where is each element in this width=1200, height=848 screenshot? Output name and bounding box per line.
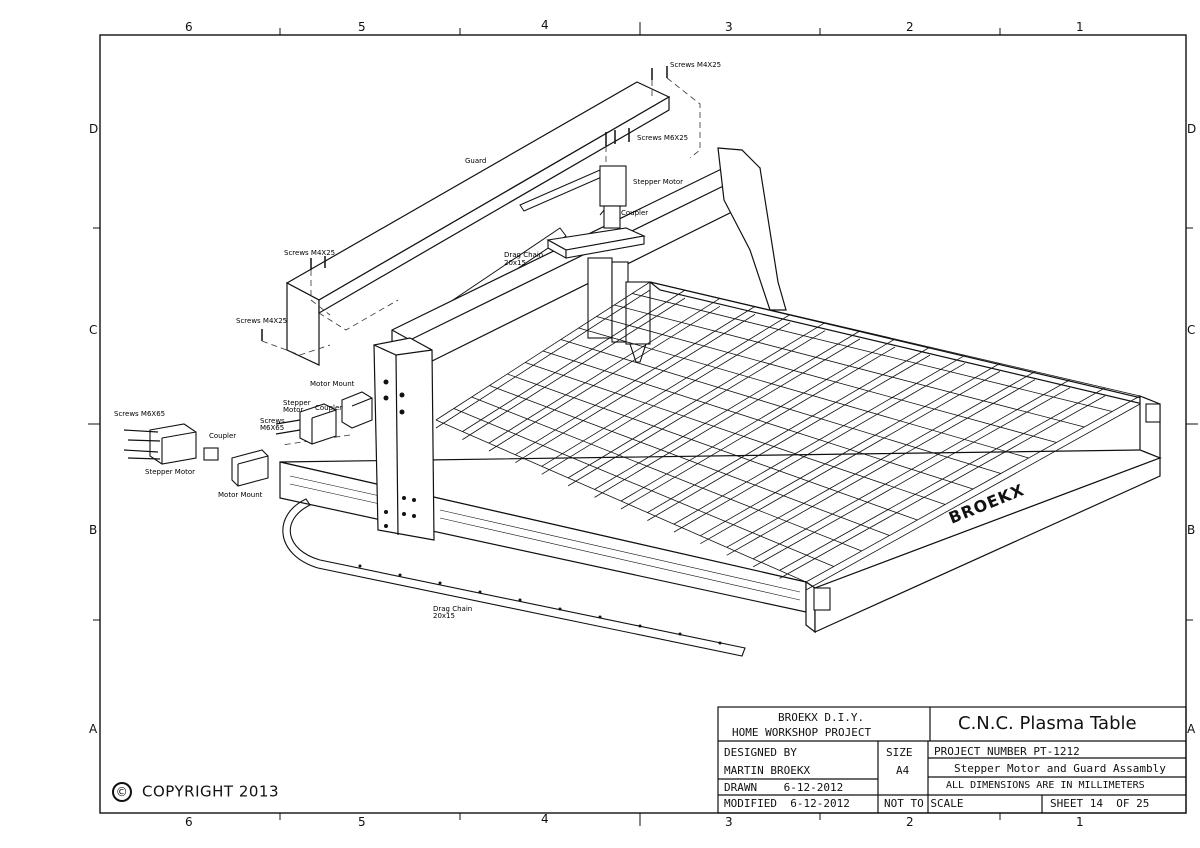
tb-size-value: A4 — [896, 764, 910, 777]
gantry-left-plate — [373, 337, 435, 541]
zone-col-3-bottom: 3 — [725, 815, 733, 829]
coupler-left-part — [203, 447, 219, 461]
callout-coupler-left: Coupler — [209, 432, 237, 440]
rack-detail — [289, 475, 801, 601]
copyright-notice: © COPYRIGHT 2013 — [112, 782, 279, 802]
callout-stepper-motor-left: Stepper Motor — [145, 468, 196, 476]
zone-row-c-right: C — [1187, 323, 1196, 337]
callout-stepper-motor-top: Stepper Motor — [633, 178, 684, 186]
zone-row-d-left: D — [89, 122, 99, 136]
callout-stepper-mid-2: Motor — [283, 406, 304, 414]
zone-row-b-left: B — [89, 523, 98, 537]
screws-m6x65-left-part — [123, 429, 161, 460]
callout-motor-mount-upper: Motor Mount — [310, 380, 355, 388]
callout-drag-chain-lower: Drag Chain — [433, 605, 473, 613]
gantry-left-holes — [383, 379, 416, 528]
callout-screws-m6x65-mid: Screws — [260, 417, 285, 425]
tb-project-number: PROJECT NUMBER PT-1212 — [934, 745, 1080, 758]
zone-row-a-right: A — [1187, 722, 1196, 736]
callout-screws-m4x25-top: Screws M4X25 — [670, 61, 722, 69]
callout-guard: Guard — [465, 157, 487, 165]
stepper-motor-mid-part — [299, 403, 337, 445]
tb-size-label: SIZE — [886, 746, 913, 759]
callout-drag-chain-lower-size: 20x15 — [433, 612, 455, 620]
tb-sheet: SHEET 14 OF 25 — [1050, 797, 1150, 810]
screws-m6x65-mid-part — [275, 419, 301, 435]
tb-modified: MODIFIED 6-12-2012 — [724, 797, 850, 810]
callout-screws-m6x65-mid-2: M6X65 — [260, 424, 285, 432]
tb-scale: NOT TO SCALE — [884, 797, 964, 810]
zone-col-1-bottom: 1 — [1076, 815, 1084, 829]
callout-screws-m6x65-left: Screws M6X65 — [114, 410, 166, 418]
motor-mount-upper-part — [341, 391, 373, 429]
stepper-motor-left-part — [149, 423, 197, 465]
zone-ticks — [88, 22, 1198, 826]
drag-chain-lower-part — [282, 498, 746, 657]
callout-coupler-mid: Coupler — [315, 404, 343, 412]
callout-screws-m4x25-mid: Screws M4X25 — [236, 317, 288, 325]
tb-company-line2: HOME WORKSHOP PROJECT — [732, 726, 872, 739]
tb-drawn: DRAWN 6-12-2012 — [724, 781, 844, 794]
copyright-text: COPYRIGHT 2013 — [142, 782, 280, 801]
tb-company-line1: BROEKX D.I.Y. — [778, 711, 865, 724]
zone-row-a-left: A — [89, 722, 98, 736]
guard-part — [285, 81, 671, 366]
callout-drag-chain-upper: Drag Chain — [504, 251, 544, 259]
tb-designed-by-label: DESIGNED BY — [724, 746, 797, 759]
gantry-beam — [391, 157, 761, 373]
zone-col-6-bottom: 6 — [185, 815, 193, 829]
gantry-right-plate — [717, 147, 787, 311]
tb-dimensions-note: ALL DIMENSIONS ARE IN MILLIMETERS — [946, 780, 1145, 791]
callout-drag-chain-upper-size: 20x15 — [504, 259, 526, 267]
drag-chain-lower-links — [358, 564, 722, 645]
zone-col-2-bottom: 2 — [906, 815, 914, 829]
motor-mount-lower-part — [231, 449, 269, 487]
callout-coupler-top: Coupler — [621, 209, 649, 217]
callout-screws-m4x25-left: Screws M4X25 — [284, 249, 336, 257]
zone-row-b-right: B — [1187, 523, 1196, 537]
zone-col-4-bottom: 4 — [541, 812, 549, 826]
zone-col-3-top: 3 — [725, 20, 733, 34]
tb-sheet-title: Stepper Motor and Guard Assambly — [954, 762, 1166, 775]
tb-designer: MARTIN BROEKX — [724, 764, 811, 777]
callout-screws-m6x25: Screws M6X25 — [637, 134, 689, 142]
screws-m4x25-top-part — [261, 66, 668, 341]
title-block-lines — [717, 706, 1187, 814]
zone-row-d-right: D — [1187, 122, 1197, 136]
zone-row-c-left: C — [89, 323, 98, 337]
zone-col-5-top: 5 — [358, 20, 366, 34]
slat-grid — [435, 281, 1141, 591]
copyright-icon: © — [112, 782, 132, 802]
callout-motor-mount-lower: Motor Mount — [218, 491, 263, 499]
tb-title: C.N.C. Plasma Table — [958, 713, 1137, 734]
zone-col-4-top: 4 — [541, 18, 549, 32]
front-end-block — [813, 403, 1161, 611]
zone-col-2-top: 2 — [906, 20, 914, 34]
callout-stepper-mid: Stepper — [283, 399, 311, 407]
zone-col-6-top: 6 — [185, 20, 193, 34]
zone-col-1-top: 1 — [1076, 20, 1084, 34]
zone-col-5-bottom: 5 — [358, 815, 366, 829]
